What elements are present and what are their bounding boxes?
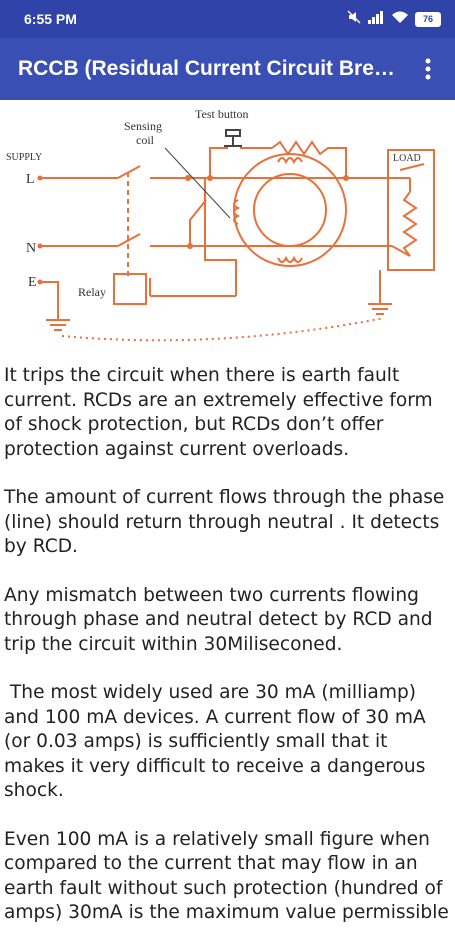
label-supply: SUPPLY <box>6 152 42 163</box>
battery-level: 76 <box>422 13 433 24</box>
signal-icon <box>367 10 385 29</box>
label-sensing-coil-1: Sensing <box>124 119 162 133</box>
sensing-coil-pointer <box>164 147 231 219</box>
mute-icon <box>347 10 361 29</box>
page-title: RCCB (Residual Current Circuit Breaker) <box>18 57 398 80</box>
label-l: L <box>26 172 35 187</box>
rccb-circuit-svg: Test button Sensing coil SUPPLY L N E Re… <box>6 107 435 342</box>
rccb-diagram: Test button Sensing coil SUPPLY L N E Re… <box>0 100 455 362</box>
label-load: LOAD <box>393 153 421 164</box>
paragraph: Even 100 mA is a relatively small figure… <box>4 828 449 924</box>
label-test-button: Test button <box>195 107 249 121</box>
status-icons: 76 <box>347 10 441 28</box>
wifi-icon <box>391 10 409 29</box>
label-sensing-coil-2: coil <box>136 133 155 147</box>
paragraph: It trips the circuit when there is earth… <box>4 365 439 460</box>
status-bar: 6:55 PM 76 <box>0 0 455 38</box>
label-relay: Relay <box>78 285 106 299</box>
article-body: It trips the circuit when there is earth… <box>4 364 454 950</box>
label-n: N <box>26 241 36 256</box>
paragraph: Any mismatch between two currents flowin… <box>4 584 439 655</box>
toroid-core <box>233 153 347 267</box>
status-time: 6:55 PM <box>24 11 77 27</box>
battery-icon: 76 <box>415 11 441 27</box>
paragraph: The amount of current flows through the … <box>4 487 451 557</box>
more-vert-icon[interactable] <box>413 54 443 84</box>
label-e: E <box>28 275 37 290</box>
app-bar: RCCB (Residual Current Circuit Breaker) <box>0 38 455 100</box>
paragraph: The most widely used are 30 mA (milliamp… <box>4 682 432 801</box>
junction-dots <box>37 175 349 285</box>
wires <box>40 129 435 342</box>
